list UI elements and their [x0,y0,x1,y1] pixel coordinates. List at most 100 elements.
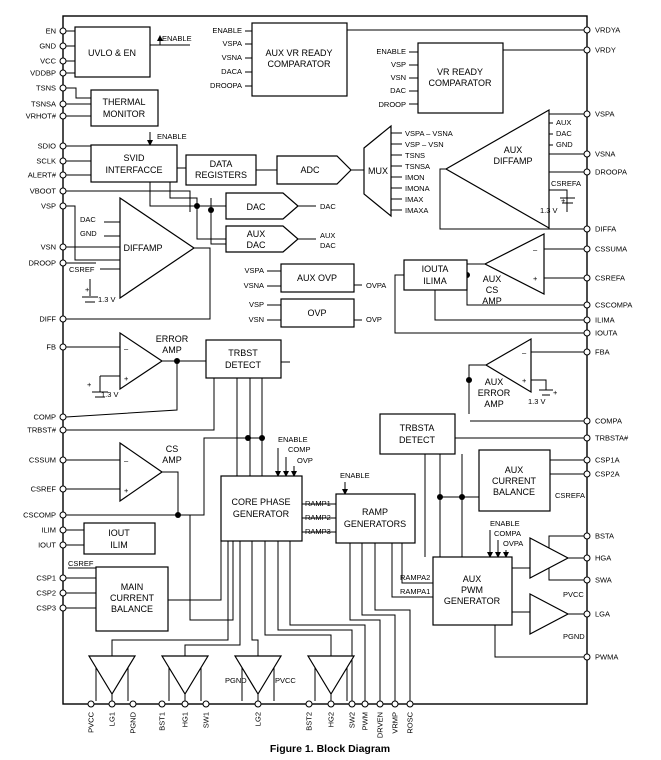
pin-label: GND [39,42,56,51]
iouta-ilima-block: IOUTA ILIMA [403,259,468,291]
pin-bst1: BST1 [158,700,167,731]
pin-iout: IOUT [38,541,67,550]
svg-text:+: + [533,274,538,283]
wire [549,189,568,212]
dac-block: DAC DAC [225,192,336,220]
pin-label: SCLK [36,157,56,166]
svg-text:TSNSA: TSNSA [405,162,430,171]
pin-label: PGND [129,711,138,733]
svg-text:CSREF: CSREF [68,559,94,568]
svg-text:MUX: MUX [368,166,388,176]
thermal-monitor-block: THERMAL MONITOR [90,89,159,127]
pin-pvcc: PVCC [87,700,96,733]
pin-alert: ALERT# [28,171,67,180]
chip-outline [62,15,588,705]
wire [66,247,211,320]
wire [468,364,486,414]
pin-cssum: CSSUM [29,456,67,465]
pin-bsta: BSTA [583,532,614,541]
pin-lg2: LG2 [254,700,263,726]
wire [264,541,332,656]
pin-label: ALERT# [28,171,57,180]
pin-label: VBOOT [30,187,57,196]
pin-hga: HGA [583,554,611,563]
svg-text:VSNA: VSNA [244,281,264,290]
pin-label: HG1 [181,712,190,727]
wire [548,568,584,581]
svg-text:CS: CS [166,444,179,454]
svg-text:MONITOR: MONITOR [103,109,146,119]
svg-text:ADC: ADC [300,165,320,175]
pin-csp2: CSP2 [36,589,67,598]
svg-text:+: + [522,376,527,385]
pin-cscompa: CSCOMPA [583,301,632,310]
svg-text:VSPA: VSPA [245,266,264,275]
wires [65,29,584,701]
pin-label: ILIM [41,526,56,535]
main-current-balance-block: MAIN CURRENT BALANCE CSREF [68,559,169,632]
pin-label: VSPA [595,110,614,119]
pin-label: EN [46,27,56,36]
pin-label: VSN [41,243,56,252]
core-high-side-driver-1 [160,655,210,696]
pin-vrmp: VRMP [391,700,400,734]
aux-cs-amp-block: AUX CS AMP – + [482,233,545,306]
pin-csp1: CSP1 [36,574,67,583]
svg-text:IOUT: IOUT [108,528,130,538]
pin-vrhot: VRHOT# [26,112,67,121]
svg-text:CURRENT: CURRENT [492,476,537,486]
pin-en: EN [46,27,67,36]
pin-compa: COMPA [583,417,622,426]
wire [162,471,179,515]
svg-text:CURRENT: CURRENT [110,593,155,603]
aux-pwm-generator-block: AUX PWM GENERATOR ENABLE COMPA OVPA RAMP… [400,519,523,626]
trbsta-detect-block: TRBSTA DETECT [379,413,456,455]
svg-text:AUX: AUX [463,574,482,584]
svg-text:–: – [124,456,129,465]
pin-vboot: VBOOT [30,187,67,196]
pin-droop: DROOP [28,259,67,268]
pin-label: IOUTA [595,329,617,338]
svg-text:1.3 V: 1.3 V [540,206,558,215]
wire [111,541,229,656]
svg-text:IOUTA: IOUTA [422,264,449,274]
pin-label: VRHOT# [26,112,57,121]
svg-text:DAC: DAC [390,86,406,95]
pin-label: SW2 [348,712,357,728]
pin-label: VRDYA [595,26,620,35]
wire [439,168,584,230]
wire [394,274,584,334]
pin-label: PWMA [595,653,618,662]
svg-text:1.3 V: 1.3 V [528,397,546,406]
adc-block: ADC [276,155,352,185]
wire [66,87,91,99]
wire [150,35,163,46]
wire [374,543,411,701]
svg-text:–: – [124,344,129,353]
pin-label: VSNA [595,150,615,159]
pin-label: CSSUMA [595,245,627,254]
aux-diffamp-block: AUX DIFFAMP AUX DAC GND CSREFA 1.3 V + [444,108,581,230]
pin-label: SWA [595,576,612,585]
pin-label: BSTA [595,532,614,541]
svg-text:DAC: DAC [320,202,336,211]
pin-lg1: LG1 [108,700,117,726]
wire [277,541,353,701]
wire [289,541,366,701]
svid-interface-block: SVID INTERFACCE ENABLE [90,132,187,183]
pin-vsp: VSP [41,202,67,211]
svg-text:PGND: PGND [563,632,585,641]
svg-text:BALANCE: BALANCE [111,604,153,614]
pin-label: CSCOMP [23,511,56,520]
svg-text:MAIN: MAIN [121,582,144,592]
svg-text:OVP: OVP [307,308,326,318]
wire [361,543,396,701]
svg-text:ENABLE: ENABLE [157,132,187,141]
svg-text:OVPA: OVPA [366,281,386,290]
junction-dot [466,377,472,383]
aux-vr-ready-comparator: AUX VR READY COMPARATOR ENABLE VSPA VSNA… [210,22,348,97]
core-low-side-driver-2: PGND PVCC [225,655,296,696]
pin-label: TRBSTA# [595,434,629,443]
left-pin-group: ENGNDVCCVDDBPTSNSTSNSAVRHOT#SDIOSCLKALER… [23,27,67,613]
pin-label: DROOPA [595,168,627,177]
